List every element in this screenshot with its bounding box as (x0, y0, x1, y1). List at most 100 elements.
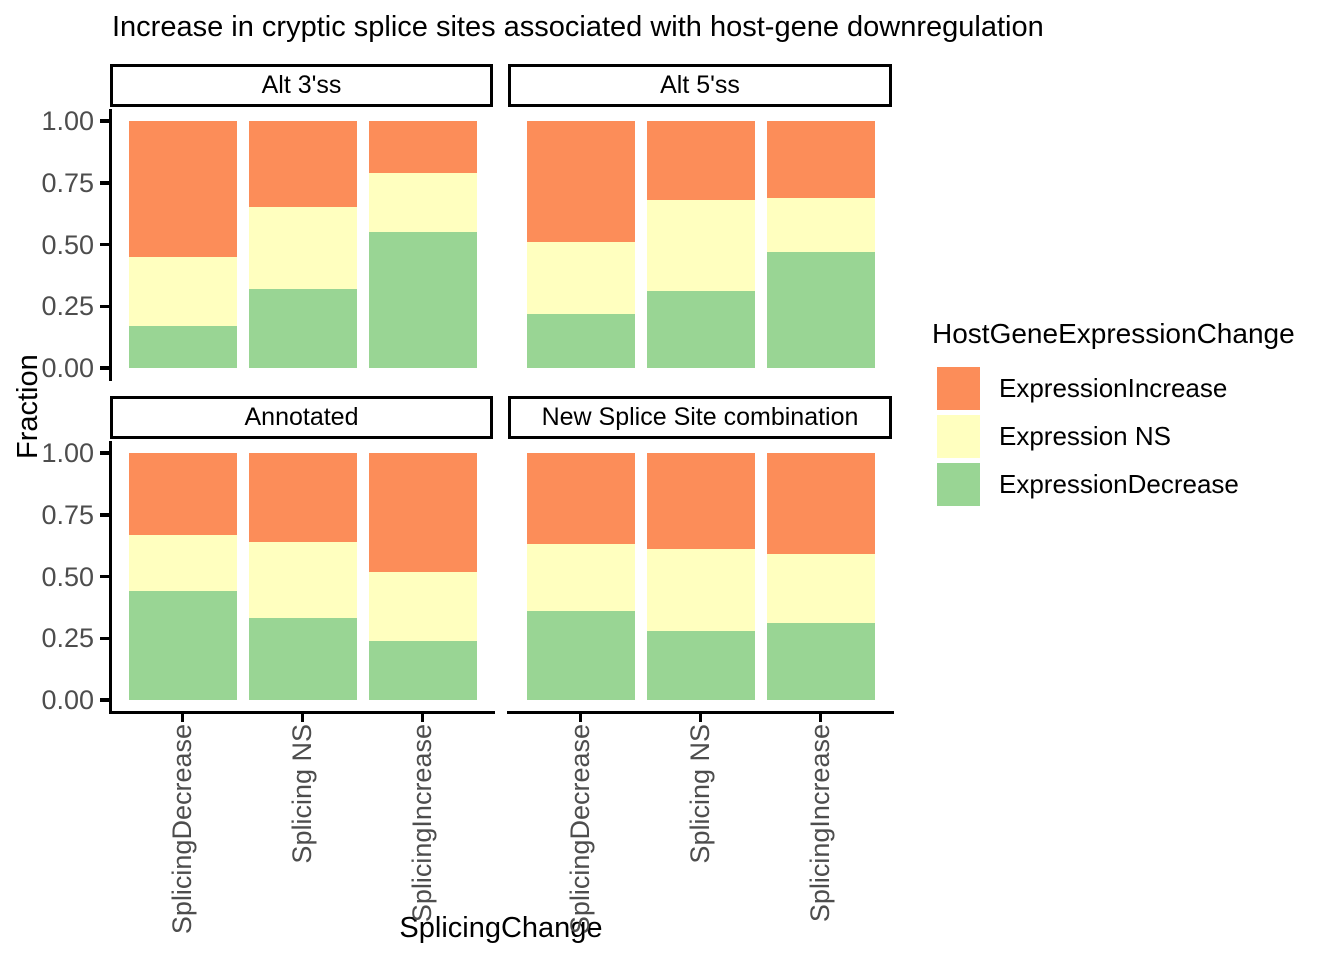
bar-segment (766, 453, 875, 555)
x-tick (180, 714, 185, 722)
bar-segment (646, 291, 755, 368)
bar (248, 453, 357, 700)
plot-title: Increase in cryptic splice sites associa… (112, 11, 1044, 43)
y-tick-label: 0.25 (41, 291, 94, 322)
y-axis-title: Fraction (12, 354, 44, 460)
y-tick (100, 181, 110, 185)
bar (368, 453, 477, 700)
x-tick-label: SplicingIncrease (407, 724, 437, 923)
facet-strip: New Splice Site combination (508, 396, 892, 439)
bar-segment (526, 121, 635, 243)
bar (646, 121, 755, 368)
bar-segment (248, 453, 357, 542)
bar (368, 121, 477, 368)
y-tick (100, 451, 110, 455)
bar-segment (128, 121, 237, 257)
bar (766, 453, 875, 700)
y-tick-label: 0.75 (41, 167, 94, 198)
bar-segment (526, 242, 635, 314)
bar-segment (646, 549, 755, 631)
bar-segment (526, 544, 635, 612)
facet-strip-label: New Splice Site combination (541, 403, 859, 431)
x-tick-label: Splicing NS (287, 724, 317, 864)
bar-segment (766, 121, 875, 198)
bar (766, 121, 875, 368)
bar-segment (128, 534, 237, 592)
x-axis-line (108, 710, 495, 714)
y-tick-label: 0.50 (41, 229, 94, 260)
facet-strip: Alt 5'ss (508, 64, 892, 107)
y-tick-label: 0.50 (41, 561, 94, 592)
legend-item: ExpressionIncrease (932, 367, 1295, 410)
legend-item: ExpressionDecrease (932, 463, 1295, 506)
bar-segment (248, 618, 357, 700)
bar-segment (128, 326, 237, 368)
y-tick (100, 698, 110, 702)
bar-segment (646, 121, 755, 201)
bar-segment (248, 541, 357, 619)
x-tick (698, 714, 703, 722)
bar-segment (368, 571, 477, 641)
y-tick-label: 1.00 (41, 106, 94, 136)
bar-segment (248, 288, 357, 368)
x-tick (818, 714, 823, 722)
bar-segment (368, 121, 477, 173)
y-tick (100, 636, 110, 640)
bar-segment (368, 453, 477, 572)
facet-strip: Annotated (110, 396, 493, 439)
x-tick-label: SplicingDecrease (167, 724, 197, 935)
legend: HostGeneExpressionChange ExpressionIncre… (932, 318, 1295, 511)
y-tick (100, 574, 110, 579)
facet-strip: Alt 3'ss (110, 64, 493, 107)
facet-strip-label: Annotated (244, 403, 359, 431)
x-tick (578, 714, 583, 722)
bar-segment (128, 591, 237, 700)
legend-swatch (937, 463, 980, 506)
y-tick-label: 1.00 (41, 438, 94, 468)
x-tick-label: SplicingIncrease (805, 724, 835, 923)
facet-strip-label: Alt 3'ss (261, 71, 342, 99)
legend-item: Expression NS (932, 415, 1295, 458)
legend-swatch (937, 415, 980, 458)
bar-segment (368, 172, 477, 233)
y-tick-label: 0.00 (41, 353, 94, 383)
bar-segment (766, 251, 875, 368)
bar-segment (368, 640, 477, 700)
bar-segment (766, 554, 875, 624)
bar (646, 453, 755, 700)
bar-segment (646, 200, 755, 292)
facet-strip-label: Alt 5'ss (660, 71, 740, 99)
legend-label: Expression NS (999, 421, 1171, 451)
bar-segment (248, 207, 357, 289)
bar-segment (646, 630, 755, 700)
y-tick-label: 0.25 (41, 623, 94, 654)
bar-segment (766, 623, 875, 700)
legend-label: ExpressionIncrease (999, 373, 1228, 403)
x-axis-title: SplicingChange (399, 912, 603, 944)
y-axis-line (108, 108, 112, 381)
bar (128, 121, 237, 368)
x-axis-line (506, 710, 894, 714)
bar (526, 453, 635, 700)
x-tick-label: Splicing NS (685, 724, 715, 864)
bar-segment (128, 256, 237, 326)
y-axis-line (108, 440, 112, 713)
bar-segment (526, 611, 635, 700)
bar-segment (526, 313, 635, 368)
bar-segment (248, 121, 357, 208)
legend-label: ExpressionDecrease (999, 469, 1239, 499)
bar-segment (128, 453, 237, 535)
bar (248, 121, 357, 368)
y-tick (100, 242, 110, 247)
bar-segment (368, 232, 477, 368)
bar-segment (526, 453, 635, 545)
legend-swatch (937, 367, 980, 410)
legend-title: HostGeneExpressionChange (932, 318, 1295, 349)
bar (128, 453, 237, 700)
y-tick (100, 304, 110, 308)
bar (526, 121, 635, 368)
bar-segment (646, 453, 755, 550)
y-tick-label: 0.00 (41, 685, 94, 715)
